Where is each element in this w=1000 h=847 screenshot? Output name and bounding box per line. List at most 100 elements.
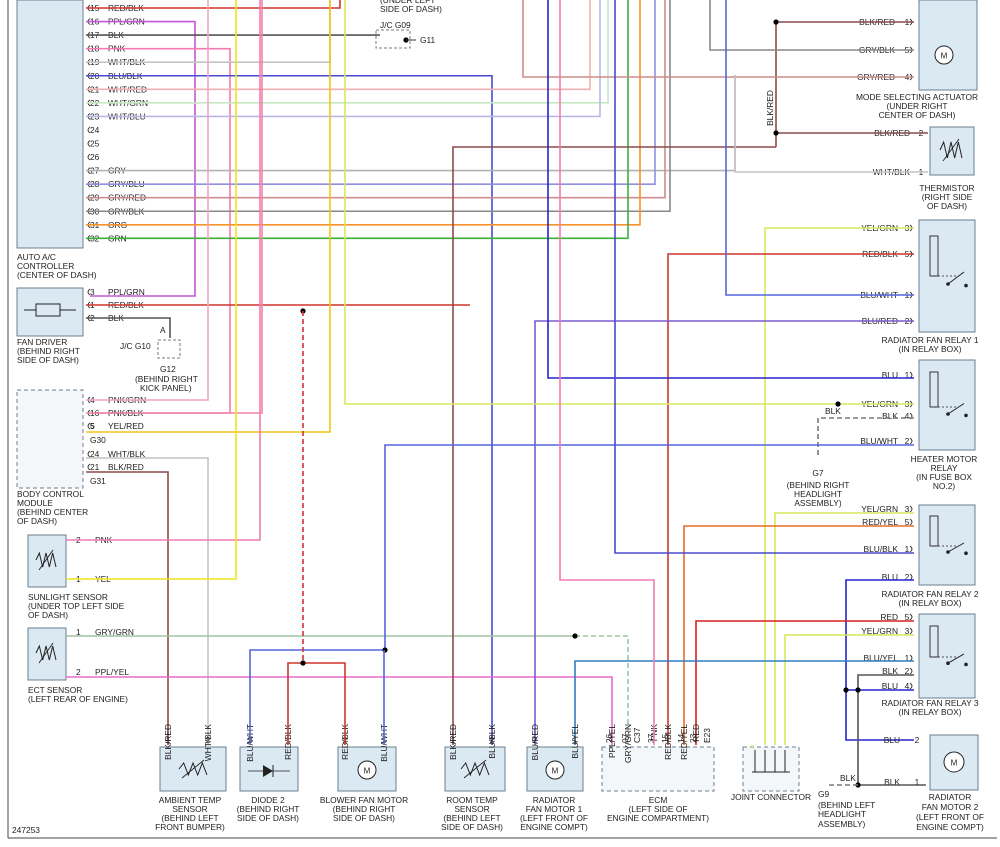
relay3-pin: 5 bbox=[905, 612, 910, 622]
motor2-pin: 2 bbox=[915, 735, 920, 745]
ecm-pin: E23 bbox=[702, 728, 712, 743]
component-label: ENGINE COMPT) bbox=[916, 822, 984, 832]
mode-selecting-actuator bbox=[918, 0, 978, 91]
wire-bcm-wht-blk bbox=[86, 457, 209, 745]
junction-dot bbox=[835, 401, 841, 407]
bcm-pin: 24 bbox=[90, 449, 100, 459]
ecm-wire-label: RED/BLK bbox=[663, 724, 673, 760]
ecm-wire-label: RED bbox=[691, 724, 701, 742]
ecm-wire-label: RED/YEL bbox=[679, 724, 689, 760]
rad_motor1-pin: 1 bbox=[573, 735, 578, 745]
relay-contact bbox=[964, 413, 968, 418]
relay-switch bbox=[947, 653, 965, 664]
ecm-pin: 14 bbox=[676, 733, 686, 743]
component-label: SIDE OF DASH) bbox=[441, 822, 503, 832]
component-label: (RIGHT SIDE bbox=[922, 192, 973, 202]
jc-g10-label: (BEHIND RIGHT bbox=[135, 374, 198, 384]
connector-mark bbox=[87, 140, 91, 147]
wire-relay2-blu bbox=[845, 579, 914, 741]
g9-label: (BEHIND LEFT bbox=[818, 800, 875, 810]
jc-g09-label: (UNDER LEFT bbox=[380, 0, 435, 5]
component-label: RADIATOR bbox=[533, 795, 576, 805]
ect-wire-label: PPL/YEL bbox=[95, 667, 129, 677]
relay2-pin: 3 bbox=[905, 504, 910, 514]
component-label: (BEHIND LEFT bbox=[443, 813, 500, 823]
wire-therm-wht-blk bbox=[734, 75, 928, 173]
component-label: ECM bbox=[649, 795, 668, 805]
resistor-arrow bbox=[463, 759, 487, 779]
ect-pin: 2 bbox=[76, 667, 81, 677]
g9-label: HEADLIGHT bbox=[818, 809, 866, 819]
g7-label: HEADLIGHT bbox=[794, 489, 842, 499]
component-label: (LEFT FRONT OF bbox=[916, 812, 984, 822]
relay-contact bbox=[946, 550, 950, 554]
g9-wire-label: BLK bbox=[840, 773, 856, 783]
wire-controller-wht-red bbox=[86, 0, 591, 91]
auto-ac-controller bbox=[16, 0, 84, 249]
motor-symbol bbox=[357, 760, 377, 780]
relay-switch bbox=[947, 403, 965, 415]
sunlight-sensor bbox=[27, 534, 67, 588]
wire-relay3-yel-grn bbox=[784, 634, 914, 745]
wire-controller-blu-blk bbox=[86, 74, 493, 745]
component-label: SENSOR bbox=[454, 804, 489, 814]
junction-dot bbox=[382, 647, 388, 653]
junction-dot bbox=[855, 687, 861, 693]
component-label: SIDE OF DASH) bbox=[333, 813, 395, 823]
junction-dot bbox=[572, 633, 578, 639]
heater-motor-relay bbox=[918, 359, 976, 451]
relay3-wire-label: RED bbox=[880, 612, 898, 622]
component-label: RADIATOR FAN RELAY 2 bbox=[881, 589, 978, 599]
relay-contact bbox=[964, 662, 968, 667]
component-label: BODY CONTROL bbox=[17, 489, 84, 499]
ambient-pin: 1 bbox=[166, 735, 171, 745]
wire-mode-gry-red bbox=[522, 0, 914, 78]
relay-contact bbox=[946, 412, 950, 416]
bcm-pin: 5 bbox=[90, 421, 95, 431]
relay3-wire-label: BLU bbox=[882, 681, 898, 691]
connector-mark bbox=[87, 153, 91, 161]
component-label: SIDE OF DASH) bbox=[17, 355, 79, 365]
component-label: CONTROLLER bbox=[17, 261, 74, 271]
connector-mark bbox=[909, 505, 913, 513]
junction-dot bbox=[773, 19, 779, 25]
wire-relay2-blu-blk bbox=[614, 0, 914, 554]
bcm-pin: 21 bbox=[90, 462, 100, 472]
component-label: SUNLIGHT SENSOR bbox=[28, 592, 108, 602]
figure-id: 247253 bbox=[12, 825, 40, 835]
connector-mark bbox=[909, 437, 913, 445]
heater-wire-label: BLU bbox=[882, 370, 898, 380]
connector-mark bbox=[87, 126, 91, 134]
ecm-pin: 23 bbox=[688, 733, 698, 743]
joint-connector bbox=[742, 746, 800, 792]
component-label: (LEFT SIDE OF bbox=[629, 804, 688, 814]
component-label: FRONT BUMPER) bbox=[155, 822, 225, 832]
motor2-wire-label: BLU bbox=[884, 735, 900, 745]
ect-pin: 1 bbox=[76, 627, 81, 637]
wire-ecm-pnk bbox=[559, 0, 655, 745]
ecm-wire-label: PPL/YEL bbox=[607, 724, 617, 758]
component-label: (UNDER RIGHT bbox=[887, 101, 948, 111]
motor2-wire-label: BLK bbox=[884, 777, 900, 787]
component-label: (UNDER TOP LEFT SIDE bbox=[28, 601, 125, 611]
jc-g10-pin: A bbox=[160, 325, 166, 335]
component-label: HEATER MOTOR bbox=[911, 454, 978, 464]
wire-heater-yel-grn bbox=[344, 0, 914, 405]
component-label: AUTO A/C bbox=[17, 252, 56, 262]
component-label: ENGINE COMPT) bbox=[520, 822, 588, 832]
ecm-pin: 07 bbox=[620, 733, 630, 743]
g7-label: (BEHIND RIGHT bbox=[787, 480, 850, 490]
fan-driver-pin: 3 bbox=[90, 287, 95, 297]
relay-contact bbox=[946, 661, 950, 665]
ground-g12-label: G12 bbox=[160, 364, 176, 374]
junction-dot bbox=[300, 660, 306, 666]
relay-contact bbox=[964, 551, 968, 555]
g7-name: G7 bbox=[812, 468, 824, 478]
component-label: (BEHIND CENTER bbox=[17, 507, 88, 517]
jc-g09-box bbox=[375, 29, 411, 49]
wire-controller-gry-blu bbox=[86, 0, 656, 185]
heater-pin: 4 bbox=[905, 411, 910, 421]
connector-mark bbox=[87, 463, 91, 471]
thermistor bbox=[929, 126, 975, 176]
